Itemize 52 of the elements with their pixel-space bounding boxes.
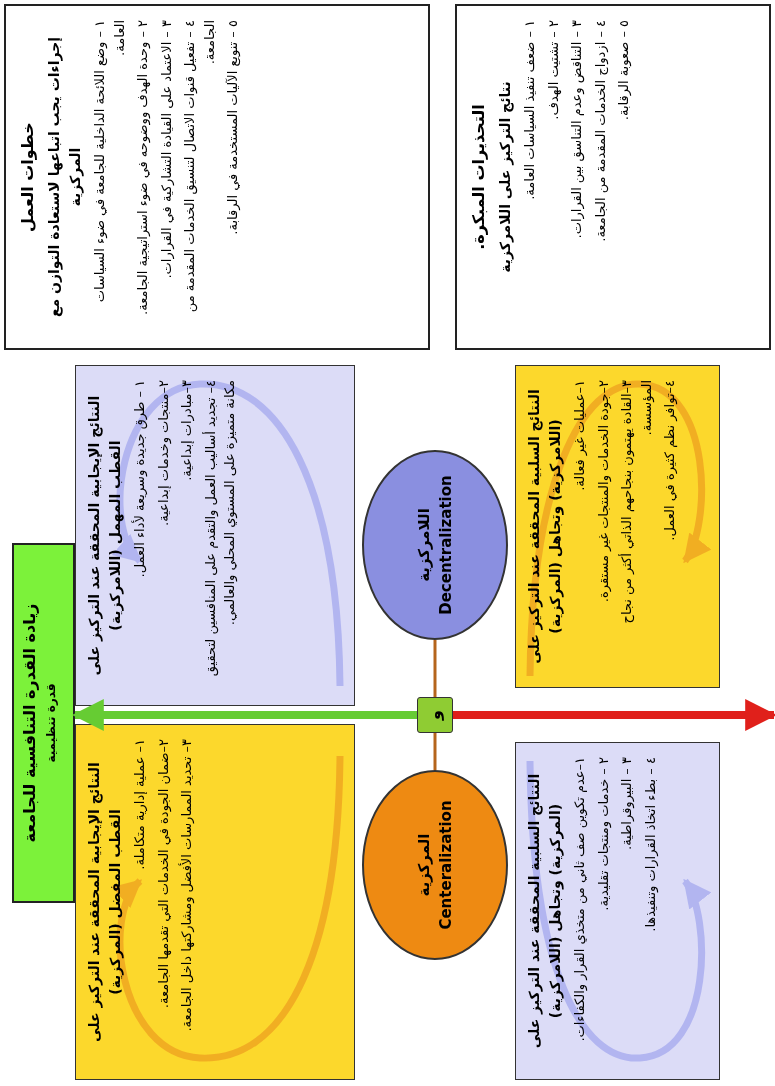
list-item: ١ – ضعف تنفيذ السياسات العامة. [521,20,538,202]
heading-text: النتائج السلبية المحققة عند التركيز على (اللامركزية) وتجاهل (المركزية) [525,388,565,666]
list-item: ٣–مبادرات إبداعية. [178,380,195,483]
heading-text: قدرة تنظيمية [43,682,59,765]
list-item: ٢ – تشتيت الهدف. [544,20,562,122]
list-item: ٢–جودة الخدمات والمنتجات غير مستقرة. [594,380,612,605]
list-item: ١– عملية إدارية متكاملة. [131,739,148,872]
text-panel [4,4,430,350]
list-item: ٥ – تنويع الآليات المستخدمة في الرقابة. [224,20,241,237]
quadrant-panel [75,365,355,706]
list-item: ٣–القادة يهتمون بنجاحهم الذاتي أكثر من نجاح المؤسسة. [617,380,655,626]
node-label: Centeralization [436,800,456,930]
connector-line [433,640,437,697]
heading-text: النتائج الإيجابية المحققة عند التركيز على القطب المفضل (المركزية) [85,761,125,1044]
list-item: ٤– تجديد أساليب العمل والتقدم على المنافسين لتحقيق مكانة متميزة على المستوي المحلي والعالمي. [201,380,238,679]
heading-text: نتائج التركيز على اللامركزية [496,80,515,275]
heading-text: خطوات العمل [17,121,38,234]
node-label: Decentralization [436,475,456,615]
list-item: ١–عمليات غير فعالة. [571,380,588,493]
node-label: و [424,710,445,720]
list-item: ٢ – وحدة الهدف ووضوحه في ضوء استراتيجية الجامعة. [134,20,151,317]
quadrant-panel [515,365,720,688]
list-item: ١–عدم تكوين صف ثاني من متخذي القرار والكفاءات. [571,757,588,1044]
arrow [71,699,417,731]
list-item: ٤ – بطء اتخاذ القرارات وتنفيذها. [641,757,659,934]
list-item: ٥ – صعوبة الرقابة. [615,20,632,123]
arrow [453,699,775,731]
node-label: المركزية [413,833,434,897]
list-item: ٣ – البيروقراطية. [618,757,635,852]
list-item: ٤ – تفعيل قنوات الاتصال لتنسيق الخدمات المقدمة من الجامعة. [181,20,218,315]
heading-text: النتائج السلبية المحققة عند التركيز على (المركزية) وتجاهل (اللامركزية) [525,772,565,1051]
goal-box [12,543,75,903]
connector-line [433,733,437,770]
text-panel [455,4,771,350]
list-item: ١ – وضع اللائحة الداخلية للجامعة في ضوء السياسات العامة. [91,20,128,305]
heading-text: زيادة القدرة التنافسية للجامعة [19,602,40,845]
list-item: ٣ – التناقض وعدم التناسق بين القرارات. [568,20,586,241]
quadrant-panel [515,742,720,1080]
list-item: ٣ – الاعتماد على القيادة التشاركية في القرارات. [157,20,175,281]
list-item: ٤ – ازدواج الخدمات المقدمة من الجامعة. [591,20,609,244]
list-item: ١ – طرق جديدة وسريعة لأداء العمل. [130,380,148,580]
heading-text: التحذيرات المبكرة. [468,103,489,252]
list-item: ٤–توافر نظم كثيرة في العمل. [661,380,678,543]
heading-text: النتائج الإيجابية المحققة عند التركيز على القطب المهمل (اللامركزية) [85,394,125,678]
heading-text: إجراءات يجب اتباعها لاستعادة التوازن مع المركزية [45,35,85,320]
junction-box [417,697,453,733]
quadrant-panel [75,724,355,1080]
list-item: ٢ – خدمات ومنتجات تقليدية. [594,757,612,913]
list-item: ٢–منتجات وخدمات إبداعية. [154,380,172,528]
list-item: ٣– تحديد الممارسات الأفضل ومشاركتها داخل الجامعة. [177,739,195,1034]
list-item: ٢–ضمان الجودة في الخدمات التي تقدمها الجامعة. [154,739,172,1011]
node-label: اللامركزية [413,508,434,582]
